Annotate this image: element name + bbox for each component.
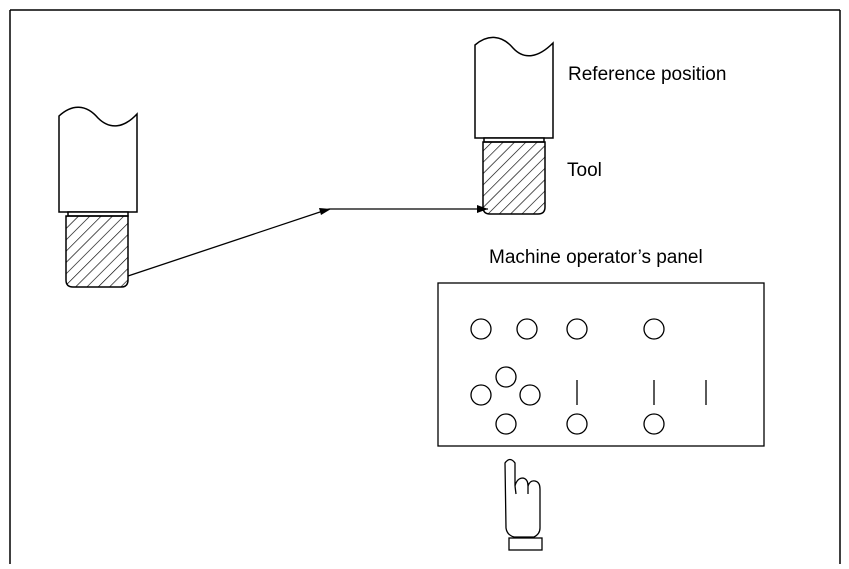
- panel-button-down: [495, 413, 517, 435]
- operator-panel: [437, 282, 765, 447]
- operator-panel-label: Machine operator’s panel: [489, 247, 703, 268]
- reference-tool-icon: [474, 36, 554, 215]
- start-tool-icon: [58, 106, 138, 288]
- panel-button: [566, 413, 588, 435]
- panel-button-left: [470, 384, 492, 406]
- panel-button: [643, 413, 665, 435]
- panel-button-up: [495, 366, 517, 388]
- pointing-hand-icon: [504, 458, 543, 551]
- panel-button: [643, 318, 665, 340]
- panel-button-right: [519, 384, 541, 406]
- panel-button: [566, 318, 588, 340]
- arrow-icon: [319, 208, 331, 215]
- diagram-frame: [9, 9, 841, 564]
- movement-path: [127, 208, 488, 277]
- panel-button: [470, 318, 492, 340]
- tool-label: Tool: [567, 160, 602, 181]
- reference-position-label: Reference position: [568, 64, 726, 85]
- panel-button: [516, 318, 538, 340]
